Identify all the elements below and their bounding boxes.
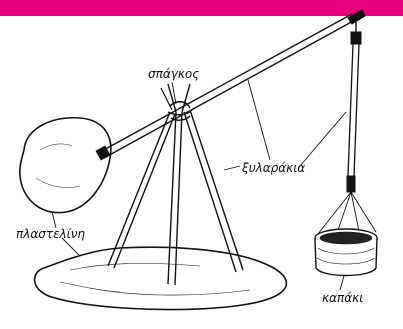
label-sticks: ξυλαράκια xyxy=(241,161,305,175)
plasticine-ball xyxy=(20,118,111,213)
plasticine-base xyxy=(35,247,287,309)
label-plasticine: πλαστελίνη xyxy=(16,227,85,241)
hanging-stick xyxy=(347,22,361,192)
lid-pan xyxy=(315,229,377,276)
label-string: σπάγκος xyxy=(148,67,199,81)
label-lid: καπάκι xyxy=(322,291,363,305)
